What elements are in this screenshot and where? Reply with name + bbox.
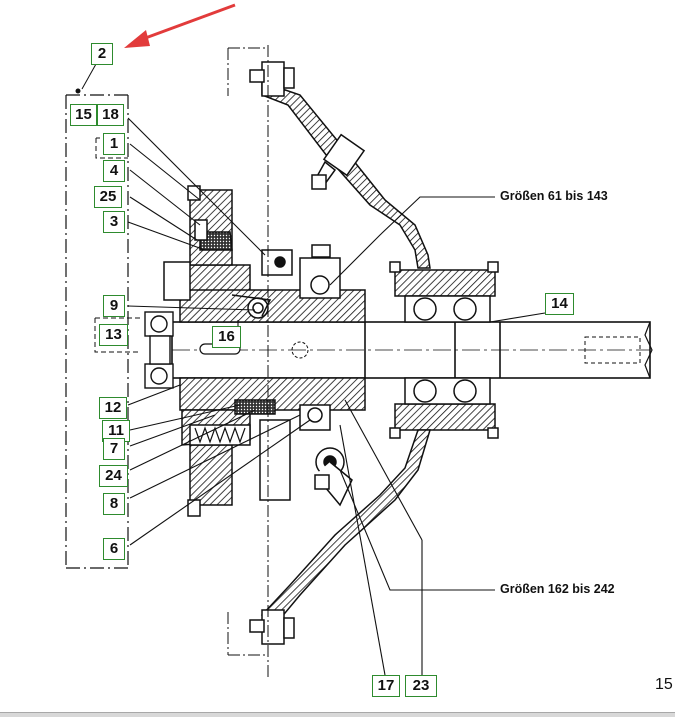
lower-arm [249, 429, 432, 645]
bracket-dot [75, 88, 81, 94]
callout-7: 7 [103, 438, 125, 460]
hub-upper [163, 185, 366, 323]
upper-arm [249, 61, 431, 269]
callout-15: 15 [70, 104, 97, 126]
callout-4: 4 [103, 160, 125, 182]
callout-24: 24 [99, 465, 128, 487]
pivot-center-lines [227, 45, 269, 680]
callout-23: 23 [405, 675, 437, 697]
callout-6: 6 [103, 538, 125, 560]
leader-lines [127, 117, 546, 676]
callout-25: 25 [94, 186, 122, 208]
callout-8: 8 [103, 493, 125, 515]
callout-9: 9 [103, 295, 125, 317]
callout-16: 16 [212, 326, 241, 348]
bearing-housing [389, 261, 499, 439]
note-sizes-61-143: Größen 61 bis 143 [500, 189, 608, 203]
callout-3: 3 [103, 211, 125, 233]
callout-1: 1 [103, 133, 125, 155]
callout-17: 17 [372, 675, 400, 697]
callout-2: 2 [91, 43, 113, 65]
note-sizes-162-242: Größen 162 bis 242 [500, 582, 615, 596]
page-number: 15 [655, 676, 673, 693]
leader-2 [81, 63, 97, 90]
sub-bracket [94, 137, 140, 353]
callout-11: 11 [102, 420, 130, 442]
callout-18: 18 [97, 104, 124, 126]
hub-lower [179, 377, 366, 517]
callout-13: 13 [99, 324, 128, 346]
left-bearing [144, 311, 174, 389]
bottom-border [0, 712, 675, 717]
assembly-bracket [65, 94, 129, 569]
callout-14: 14 [545, 293, 574, 315]
shaft [171, 321, 653, 379]
callout-12: 12 [99, 397, 127, 419]
annotation-arrow [124, 3, 236, 48]
